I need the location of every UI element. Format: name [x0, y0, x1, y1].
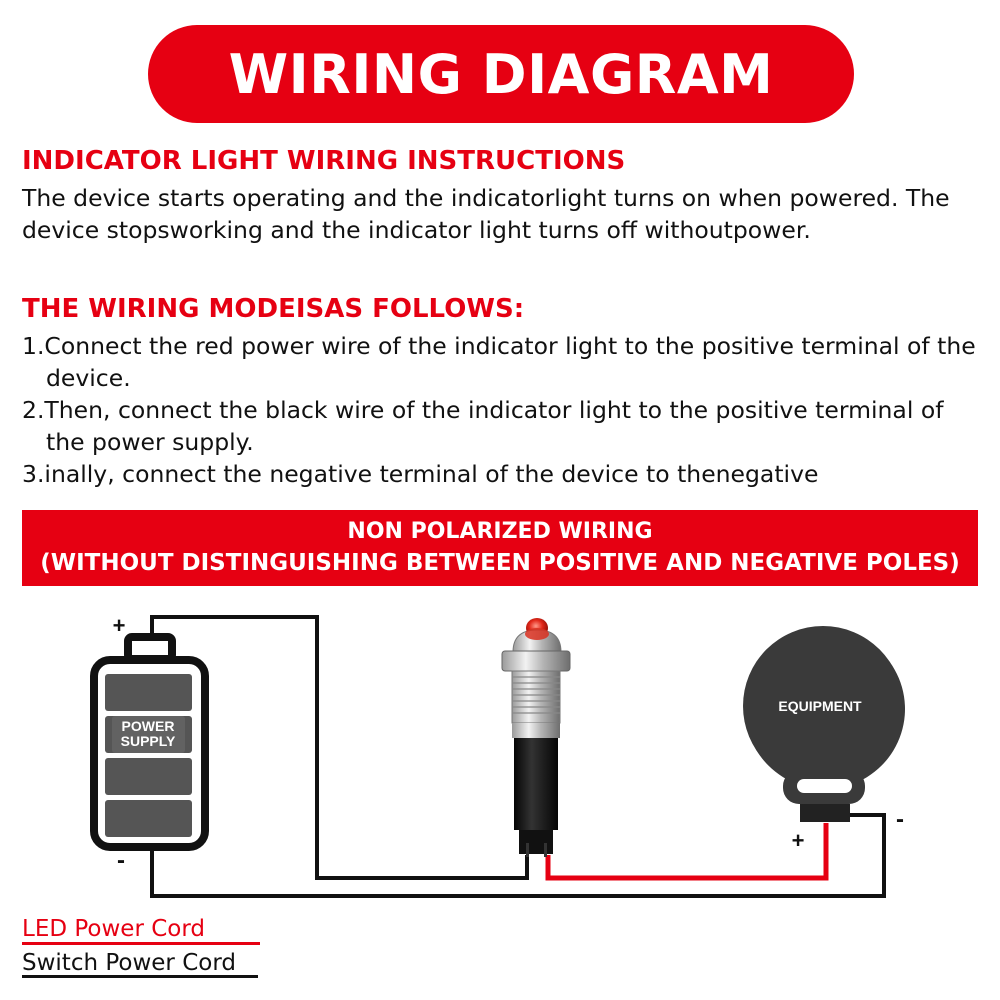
- equipment-minus-symbol: -: [896, 806, 904, 833]
- battery-label-line-1: POWER: [122, 718, 175, 734]
- battery-plus-symbol: +: [113, 613, 126, 638]
- wiring-step-1: 1.Connect the red power wire of the indi…: [22, 332, 976, 392]
- wire-black-battery-to-lamp: [150, 615, 529, 880]
- legend-led-power-cord: LED Power Cord: [22, 916, 206, 942]
- wiring-step-3: 3.inally, connect the negative terminal …: [22, 460, 819, 488]
- legend-switch-underline: [22, 975, 258, 978]
- banner-line-1: NON POLARIZED WIRING: [347, 519, 653, 544]
- wiring-mode-heading: THE WIRING MODEISAS FOLLOWS:: [22, 294, 525, 324]
- title-banner: WIRING DIAGRAM: [148, 25, 854, 123]
- indicator-lamp: [501, 618, 571, 857]
- wiring-step-2: 2.Then, connect the black wire of the in…: [22, 396, 944, 456]
- battery-minus-symbol: -: [117, 847, 125, 874]
- wire-red-lamp-to-equipment: [545, 823, 829, 881]
- wiring-steps: 1.Connect the red power wire of the indi…: [22, 330, 982, 490]
- non-polarized-banner: NON POLARIZED WIRING (WITHOUT DISTINGUIS…: [22, 510, 978, 586]
- wire-black-battery-to-equipment: [150, 813, 886, 898]
- equipment-device: EQUIPMENT: [743, 626, 905, 822]
- banner-line-2: (WITHOUT DISTINGUISHING BETWEEN POSITIVE…: [40, 550, 960, 576]
- legend-switch-power-cord: Switch Power Cord: [22, 950, 236, 976]
- wiring-diagram: POWER SUPPLY + - EQUIPMENT + -: [90, 613, 905, 898]
- instructions-body: The device starts operating and the indi…: [22, 184, 950, 244]
- equipment-plus-symbol: +: [792, 828, 805, 853]
- page-title: WIRING DIAGRAM: [228, 42, 774, 106]
- equipment-label: EQUIPMENT: [778, 698, 862, 714]
- legend-led-underline: [22, 942, 260, 945]
- battery-label-line-2: SUPPLY: [121, 733, 176, 749]
- power-supply-battery: POWER SUPPLY: [90, 633, 209, 851]
- instructions-heading: INDICATOR LIGHT WIRING INSTRUCTIONS: [22, 146, 626, 176]
